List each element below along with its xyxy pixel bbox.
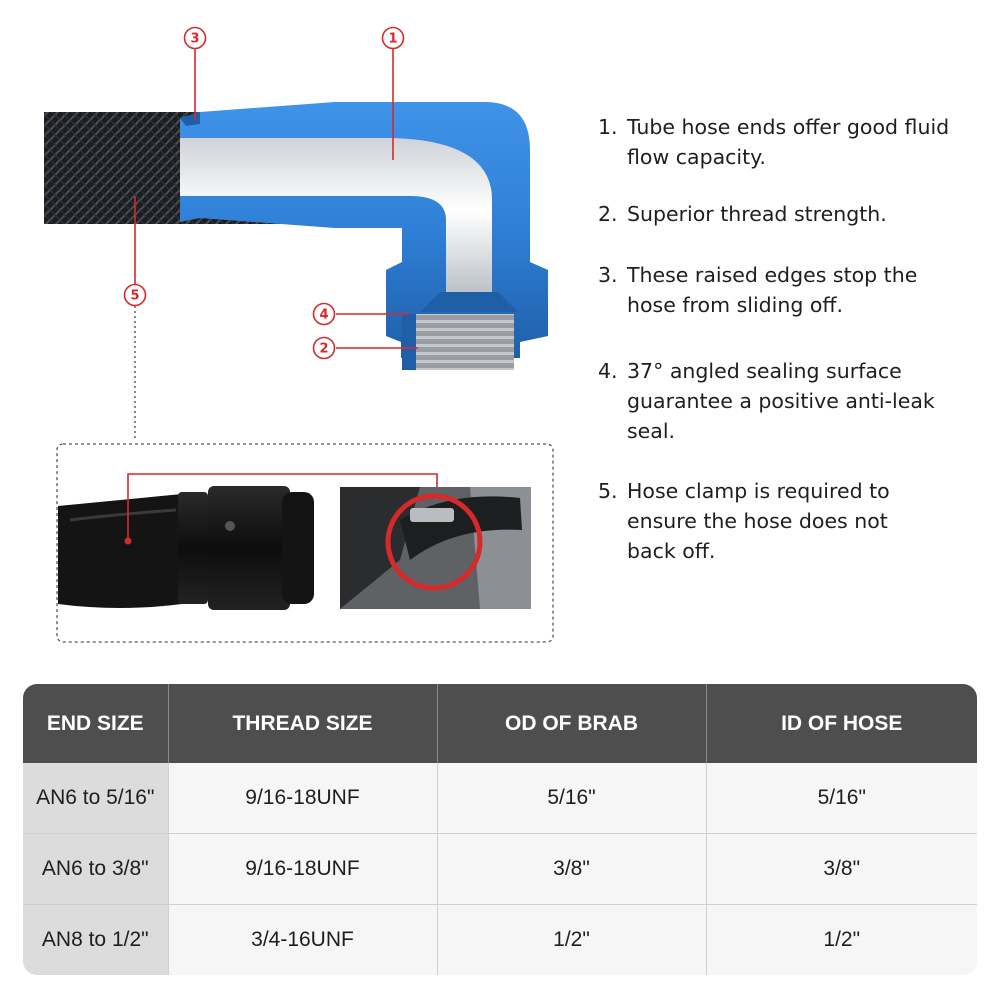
cell-end-size: AN6 to 3/8" xyxy=(23,833,169,905)
feature-item: 4. 37° angled sealing surface guarantee … xyxy=(598,356,935,446)
feature-item: 1. Tube hose ends offer good fluid flow … xyxy=(598,112,949,172)
cell-thread-size: 3/4-16UNF xyxy=(168,904,438,975)
table-header-row: END SIZE THREAD SIZE OD OF BRAB ID OF HO… xyxy=(23,684,977,763)
header-id-of-hose: ID OF HOSE xyxy=(706,684,977,763)
callout-badge-3: 3 xyxy=(183,26,207,50)
svg-text:3: 3 xyxy=(190,32,199,47)
cell-thread-size: 9/16-18UNF xyxy=(168,833,438,905)
svg-text:5: 5 xyxy=(130,289,139,304)
feature-number: 3. xyxy=(598,263,618,287)
cell-od-of-brab: 5/16" xyxy=(437,763,707,834)
feature-item: 3. These raised edges stop the hose from… xyxy=(598,260,917,320)
feature-number: 5. xyxy=(598,479,618,503)
feature-text: Superior thread strength. xyxy=(627,202,887,226)
header-thread-size: THREAD SIZE xyxy=(168,684,438,763)
feature-text: Tube hose ends offer good fluid flow cap… xyxy=(627,115,950,169)
callout-badge-2: 2 xyxy=(312,336,336,360)
header-end-size: END SIZE xyxy=(23,684,169,763)
feature-text: 37° angled sealing surface guarantee a p… xyxy=(627,359,935,443)
callout-badge-5: 5 xyxy=(123,283,147,307)
svg-text:2: 2 xyxy=(319,342,328,357)
svg-text:1: 1 xyxy=(388,32,397,47)
feature-number: 2. xyxy=(598,202,618,226)
table-row: AN6 to 5/16" 9/16-18UNF 5/16" 5/16" xyxy=(23,763,977,834)
elbow-fitting xyxy=(180,102,548,370)
cell-od-of-brab: 3/8" xyxy=(437,833,707,905)
callout-badge-1: 1 xyxy=(381,26,405,50)
feature-number: 4. xyxy=(598,359,618,383)
inset-box xyxy=(56,443,554,643)
fitting-diagram: 1 3 4 2 5 xyxy=(44,26,554,643)
spec-table: END SIZE THREAD SIZE OD OF BRAB ID OF HO… xyxy=(23,684,977,975)
feature-number: 1. xyxy=(598,115,618,139)
cell-thread-size: 9/16-18UNF xyxy=(168,763,438,834)
feature-text: Hose clamp is required to ensure the hos… xyxy=(627,479,890,563)
hose-with-fitting xyxy=(58,473,438,610)
header-od-of-brab: OD OF BRAB xyxy=(437,684,707,763)
feature-item: 2. Superior thread strength. xyxy=(598,199,887,229)
table-row: AN6 to 3/8" 9/16-18UNF 3/8" 3/8" xyxy=(23,833,977,905)
cell-end-size: AN6 to 5/16" xyxy=(23,763,169,834)
cell-end-size: AN8 to 1/2" xyxy=(23,904,169,975)
cell-id-of-hose: 5/16" xyxy=(706,763,977,834)
callout-badge-4: 4 xyxy=(312,302,336,326)
callout-lines xyxy=(134,49,418,349)
feature-item: 5. Hose clamp is required to ensure the … xyxy=(598,476,890,566)
table-row: AN8 to 1/2" 3/4-16UNF 1/2" 1/2" xyxy=(23,904,977,975)
cell-id-of-hose: 1/2" xyxy=(706,904,977,975)
spec-table-container: END SIZE THREAD SIZE OD OF BRAB ID OF HO… xyxy=(23,684,977,975)
cell-od-of-brab: 1/2" xyxy=(437,904,707,975)
feature-text: These raised edges stop the hose from sl… xyxy=(627,263,918,317)
svg-text:4: 4 xyxy=(319,308,328,323)
cell-id-of-hose: 3/8" xyxy=(706,833,977,905)
engine-clamp-photo xyxy=(340,487,531,609)
